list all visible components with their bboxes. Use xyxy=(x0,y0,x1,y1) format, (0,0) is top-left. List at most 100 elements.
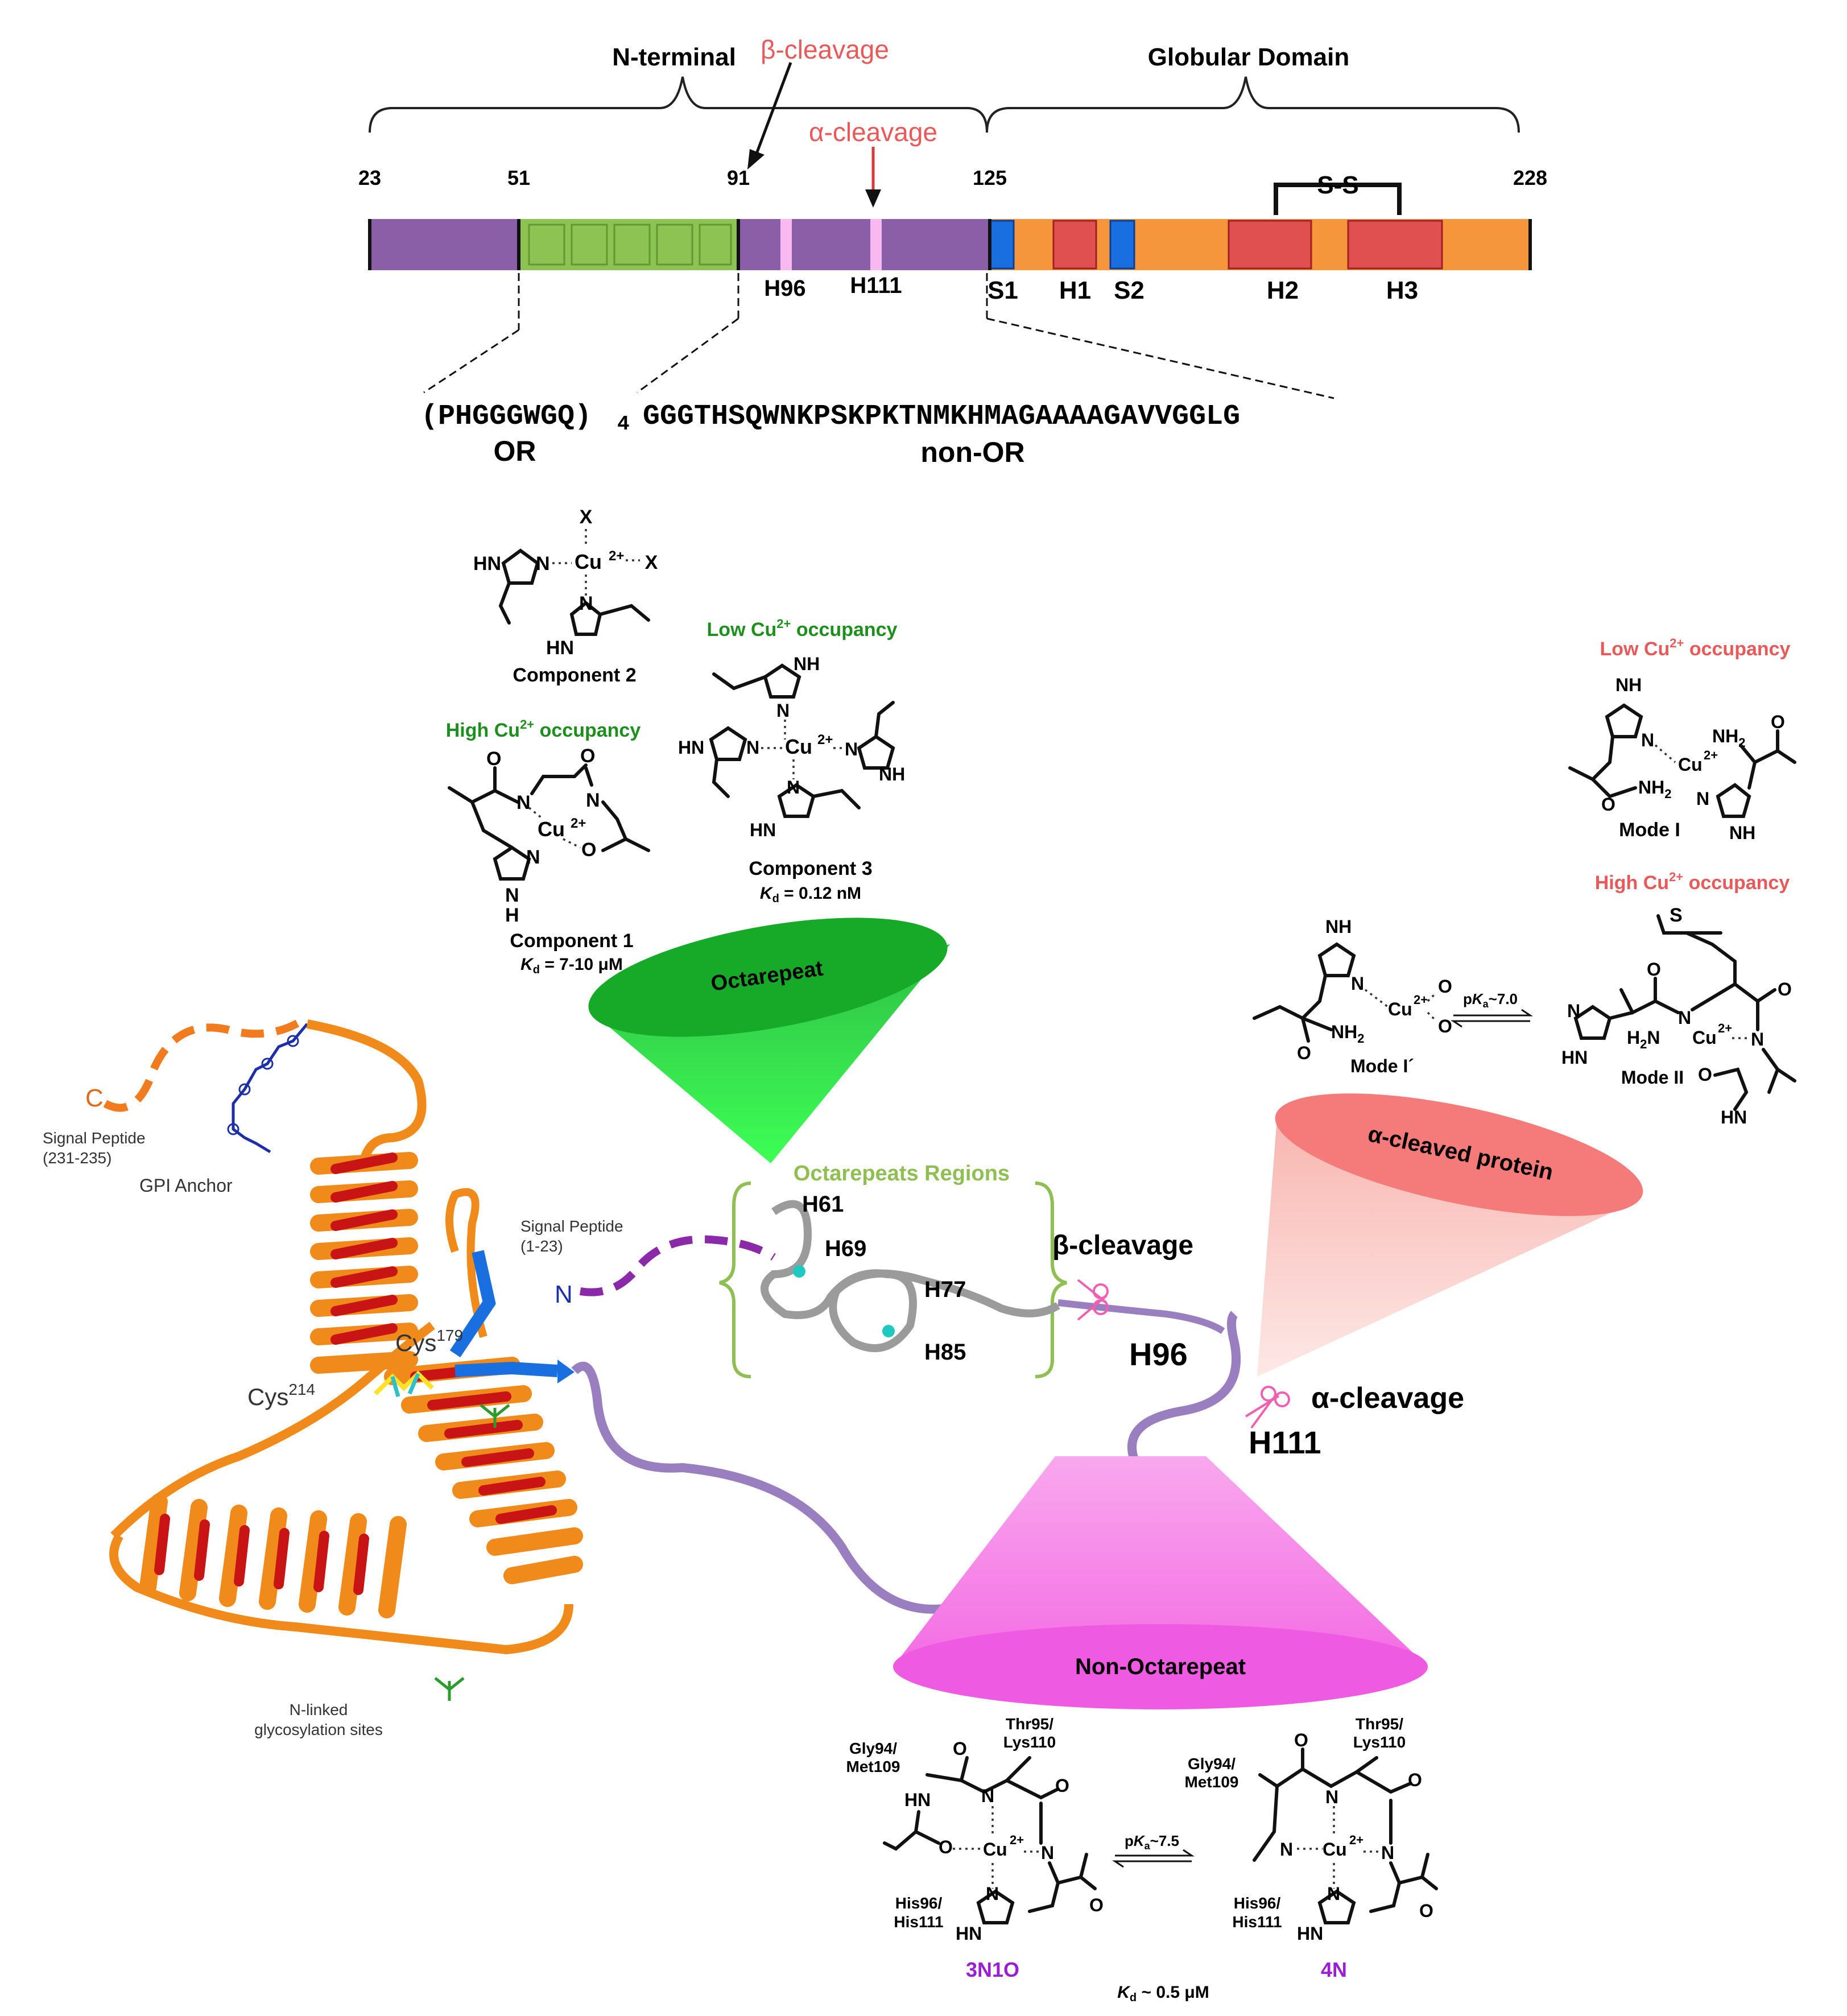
kd-non-octarepeat: Kd ~ 0.5 μM xyxy=(1117,1983,1209,2004)
o-c1a: O xyxy=(486,748,501,770)
o-m2a: O xyxy=(1647,959,1661,980)
his-h69: H69 xyxy=(825,1236,866,1261)
h96-label: H96 xyxy=(1129,1336,1188,1372)
gly94-b: Gly94/ xyxy=(1188,1755,1236,1773)
alpha-cleaved-cone: α-cleaved protein xyxy=(1257,1093,1643,1377)
alpha-cleavage-label: α-cleavage xyxy=(809,117,937,147)
cu-c3: Cu xyxy=(785,735,812,758)
gly94-a: Gly94/ xyxy=(849,1740,897,1757)
n-term-segment xyxy=(370,219,519,270)
n-4n-b: N xyxy=(1280,1839,1293,1860)
his96-b: His96/ xyxy=(1234,1894,1281,1912)
label-h1: H1 xyxy=(1059,276,1091,304)
repeat-box-3 xyxy=(613,224,651,266)
beta-cleavage-site-label: β-cleavage xyxy=(1052,1230,1193,1261)
nh-c3a: NH xyxy=(794,654,820,674)
c-signal-dashed xyxy=(103,1017,304,1112)
scissors-icon-2 xyxy=(1245,1386,1290,1429)
n-terminal-label: N-terminal xyxy=(612,43,736,71)
helix-c xyxy=(139,1493,407,1618)
h111-label: H111 xyxy=(1249,1424,1321,1460)
alpha-cleaved-chemistry: Low Cu2+ occupancy NH N O NH2 Cu 2+ NH2 … xyxy=(1253,636,1796,1377)
his-h61: H61 xyxy=(802,1192,844,1217)
h96-mark xyxy=(780,219,792,270)
or-label: OR xyxy=(494,435,536,467)
cu-4n: Cu xyxy=(1323,1839,1347,1860)
o-m1p-a: O xyxy=(1438,976,1452,997)
o-c1c: O xyxy=(581,839,596,861)
o-c1b: O xyxy=(580,745,595,767)
n-c3a: N xyxy=(776,700,790,721)
structure-3n1o: Thr95/ Lys110 Gly94/ Met109 O N O HN O C… xyxy=(846,1715,1104,1981)
beta-arrowhead xyxy=(747,149,765,170)
pos-228: 228 xyxy=(1513,166,1547,189)
label-h3: H3 xyxy=(1386,276,1418,304)
label-s1: S1 xyxy=(987,276,1018,304)
cu-c3-charge: 2+ xyxy=(817,732,833,747)
component-1-kd: Kd = 7-10 μM xyxy=(520,955,623,976)
h111-mark xyxy=(870,219,882,270)
pos-23: 23 xyxy=(358,166,381,189)
globular-brace xyxy=(986,76,1520,133)
helix-a xyxy=(310,1152,418,1374)
cu-m1-charge: 2+ xyxy=(1704,748,1718,762)
nh-m1: NH xyxy=(1615,675,1642,695)
hn-3n1o-b: HN xyxy=(956,1923,982,1944)
non-or-label: non-OR xyxy=(920,436,1024,468)
label-4n: 4N xyxy=(1321,1958,1347,1981)
ss-label: S-S xyxy=(1317,171,1358,199)
cu-3n1o-charge: 2+ xyxy=(1010,1833,1024,1847)
cys179-label: Cys179 xyxy=(395,1327,463,1356)
nh-c3c: NH xyxy=(879,764,905,784)
nh2-m1: NH2 xyxy=(1638,777,1671,801)
o-4n-c: O xyxy=(1419,1901,1433,1921)
flexible-tail-2 xyxy=(1057,1299,1225,1335)
component-3-structure: Low Cu2+ occupancy NH N Cu 2+ HN N N NH … xyxy=(678,617,905,905)
met109-b: Met109 xyxy=(1185,1773,1239,1791)
octarepeat-regions: Octarepeats Regions H61 H69 H77 H85 xyxy=(719,1162,1067,1378)
cu-c1: Cu xyxy=(538,817,565,841)
thr95-b: Thr95/ xyxy=(1356,1715,1403,1733)
right-curly-brace xyxy=(1035,1181,1067,1378)
n-signal-dashed xyxy=(579,1235,776,1296)
octarepeat-cone: Octarepeat xyxy=(588,918,950,1163)
high-occ-title: High Cu2+ occupancy xyxy=(446,717,641,741)
leader-125b xyxy=(986,317,1334,399)
o-m1: O xyxy=(1601,794,1615,815)
mode-1-prime-label: Mode I´ xyxy=(1350,1056,1414,1076)
n-c1b: N xyxy=(586,790,600,811)
cu-m1p: Cu xyxy=(1388,999,1412,1019)
cu-c1-charge: 2+ xyxy=(571,816,586,831)
n-m2: N xyxy=(1678,1007,1691,1028)
his-h77: H77 xyxy=(924,1277,966,1302)
beta-strand-1 xyxy=(449,1250,496,1358)
alpha-cleavage-site-label: α-cleavage xyxy=(1311,1382,1464,1415)
component-2-structure: X Cu 2+ X HN N N HN Component 2 xyxy=(473,506,658,686)
component-2-label: Component 2 xyxy=(513,664,636,686)
n-c2b: N xyxy=(579,593,593,614)
glyco-label-1: N-linked xyxy=(290,1701,348,1718)
cu-m1: Cu xyxy=(1678,754,1703,775)
n-m1: N xyxy=(1641,730,1654,750)
mode-1-prime-structure: NH N O NH2 Cu 2+ O O Mode I´ xyxy=(1253,916,1452,1076)
equilibrium-arrows-2 xyxy=(1112,1849,1195,1868)
pos-125: 125 xyxy=(973,166,1007,189)
c-terminus-label: C xyxy=(85,1084,104,1112)
ligand-x-top: X xyxy=(580,506,593,528)
hn-3n1o: HN xyxy=(904,1790,931,1810)
nh2-m1p: NH2 xyxy=(1331,1022,1364,1046)
n-terminus-label: N xyxy=(555,1280,573,1308)
o-3n1o-a: O xyxy=(953,1738,967,1759)
pka-75: pKa~7.5 xyxy=(1125,1832,1179,1852)
mode-2-structure: S O N O N HN H2N Cu 2+ N O HN Mode II xyxy=(1561,904,1796,1127)
n-m1p: N xyxy=(1351,973,1364,994)
domain-bar: N-terminal Globular Domain β-cleavage α-… xyxy=(358,35,1547,399)
globular-loop-4 xyxy=(445,1188,487,1339)
n-c2a: N xyxy=(536,553,550,575)
leader-91b xyxy=(637,317,739,394)
n-c3c: N xyxy=(845,739,858,759)
hn-4n: HN xyxy=(1297,1923,1323,1944)
repeat-box-1 xyxy=(528,224,565,266)
